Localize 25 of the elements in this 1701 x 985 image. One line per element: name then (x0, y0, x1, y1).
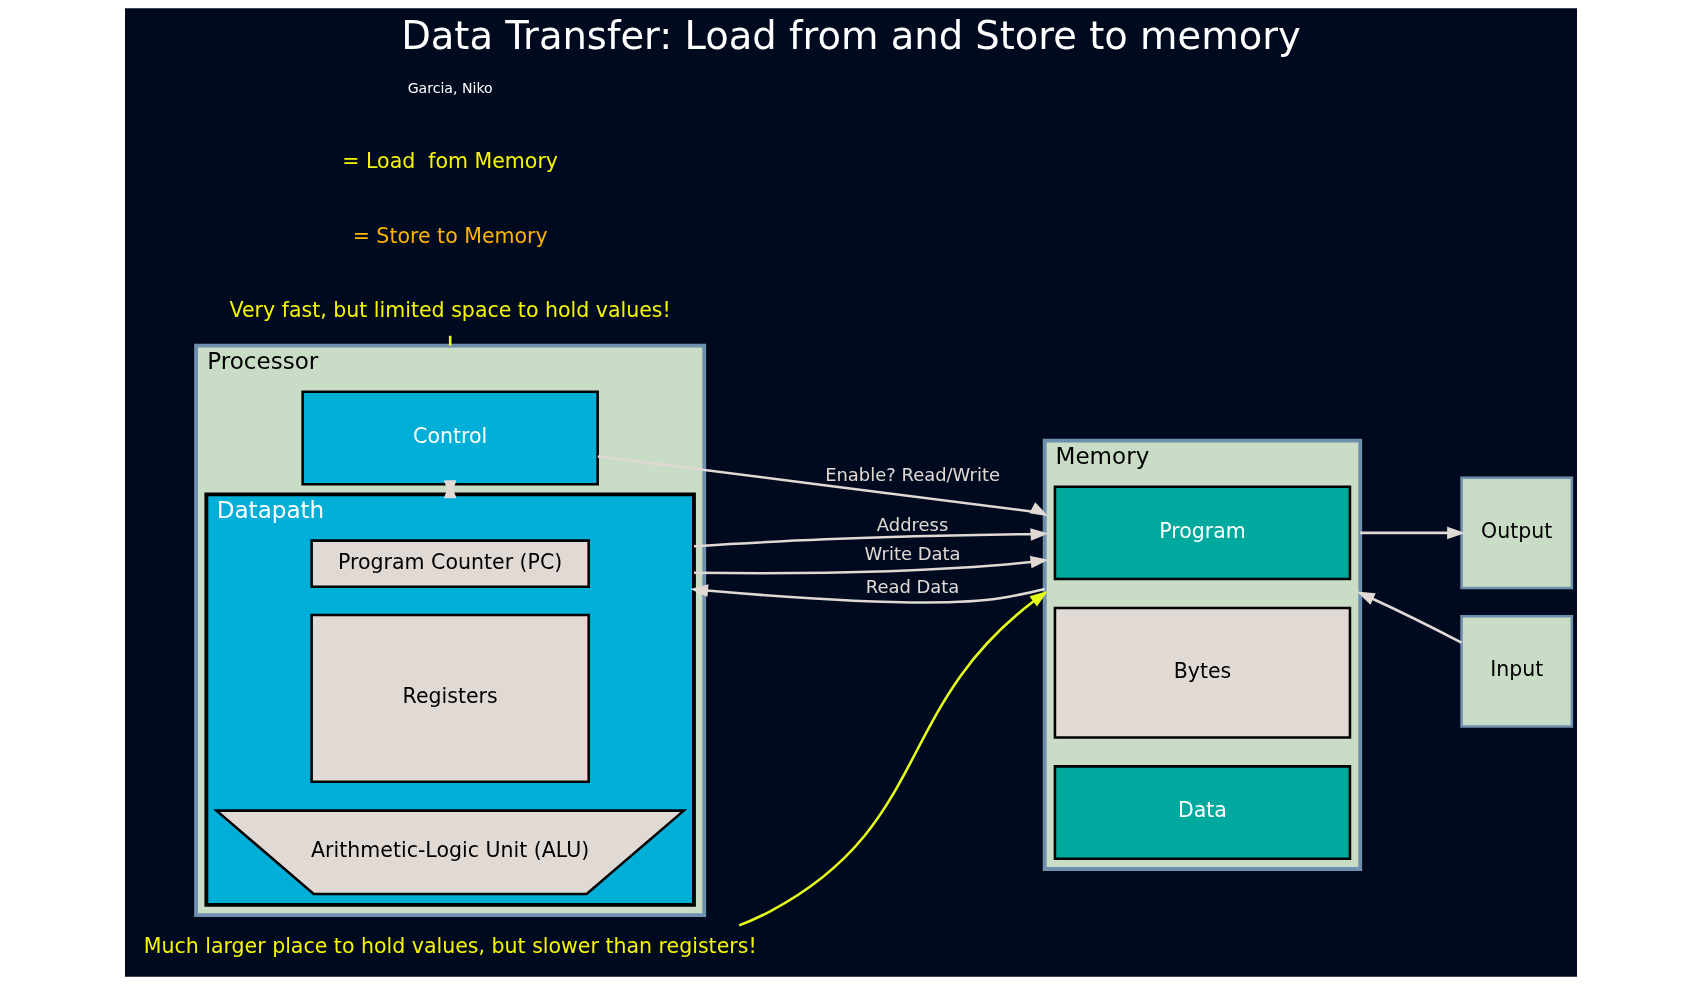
edge-label: Write Data (864, 543, 961, 565)
node-box: Program Counter (PC) (309, 539, 590, 589)
arrow (1356, 591, 1462, 644)
edge-label: Enable? Read/Write (824, 463, 1000, 485)
label: Garcia, Niko (407, 79, 493, 96)
node-box: Bytes (1053, 606, 1351, 739)
node-box: Data (1053, 765, 1351, 860)
label: = Store to Memory (352, 223, 548, 248)
arrow (689, 584, 1045, 604)
arrow (693, 528, 1049, 548)
node-text: Much larger place to hold values, but slower than registers! (143, 934, 757, 959)
edge-label: Address (876, 513, 948, 535)
arrow (693, 555, 1049, 575)
diagram-title: Data Transfer: Load from and Store to memory (400, 13, 1301, 59)
arrow (1359, 526, 1465, 540)
arrow (443, 480, 456, 499)
arrow (738, 590, 1048, 927)
node-box: Input (1459, 615, 1573, 728)
node-text: Very fast, but limited space to hold values! (229, 298, 671, 323)
arrow (597, 455, 1048, 517)
node-box: Output (1459, 476, 1573, 590)
node-box: Program (1053, 485, 1351, 581)
edge-label: Read Data (865, 576, 959, 598)
node-box: Registers (309, 613, 590, 784)
label: = Load fom Memory (341, 149, 558, 174)
